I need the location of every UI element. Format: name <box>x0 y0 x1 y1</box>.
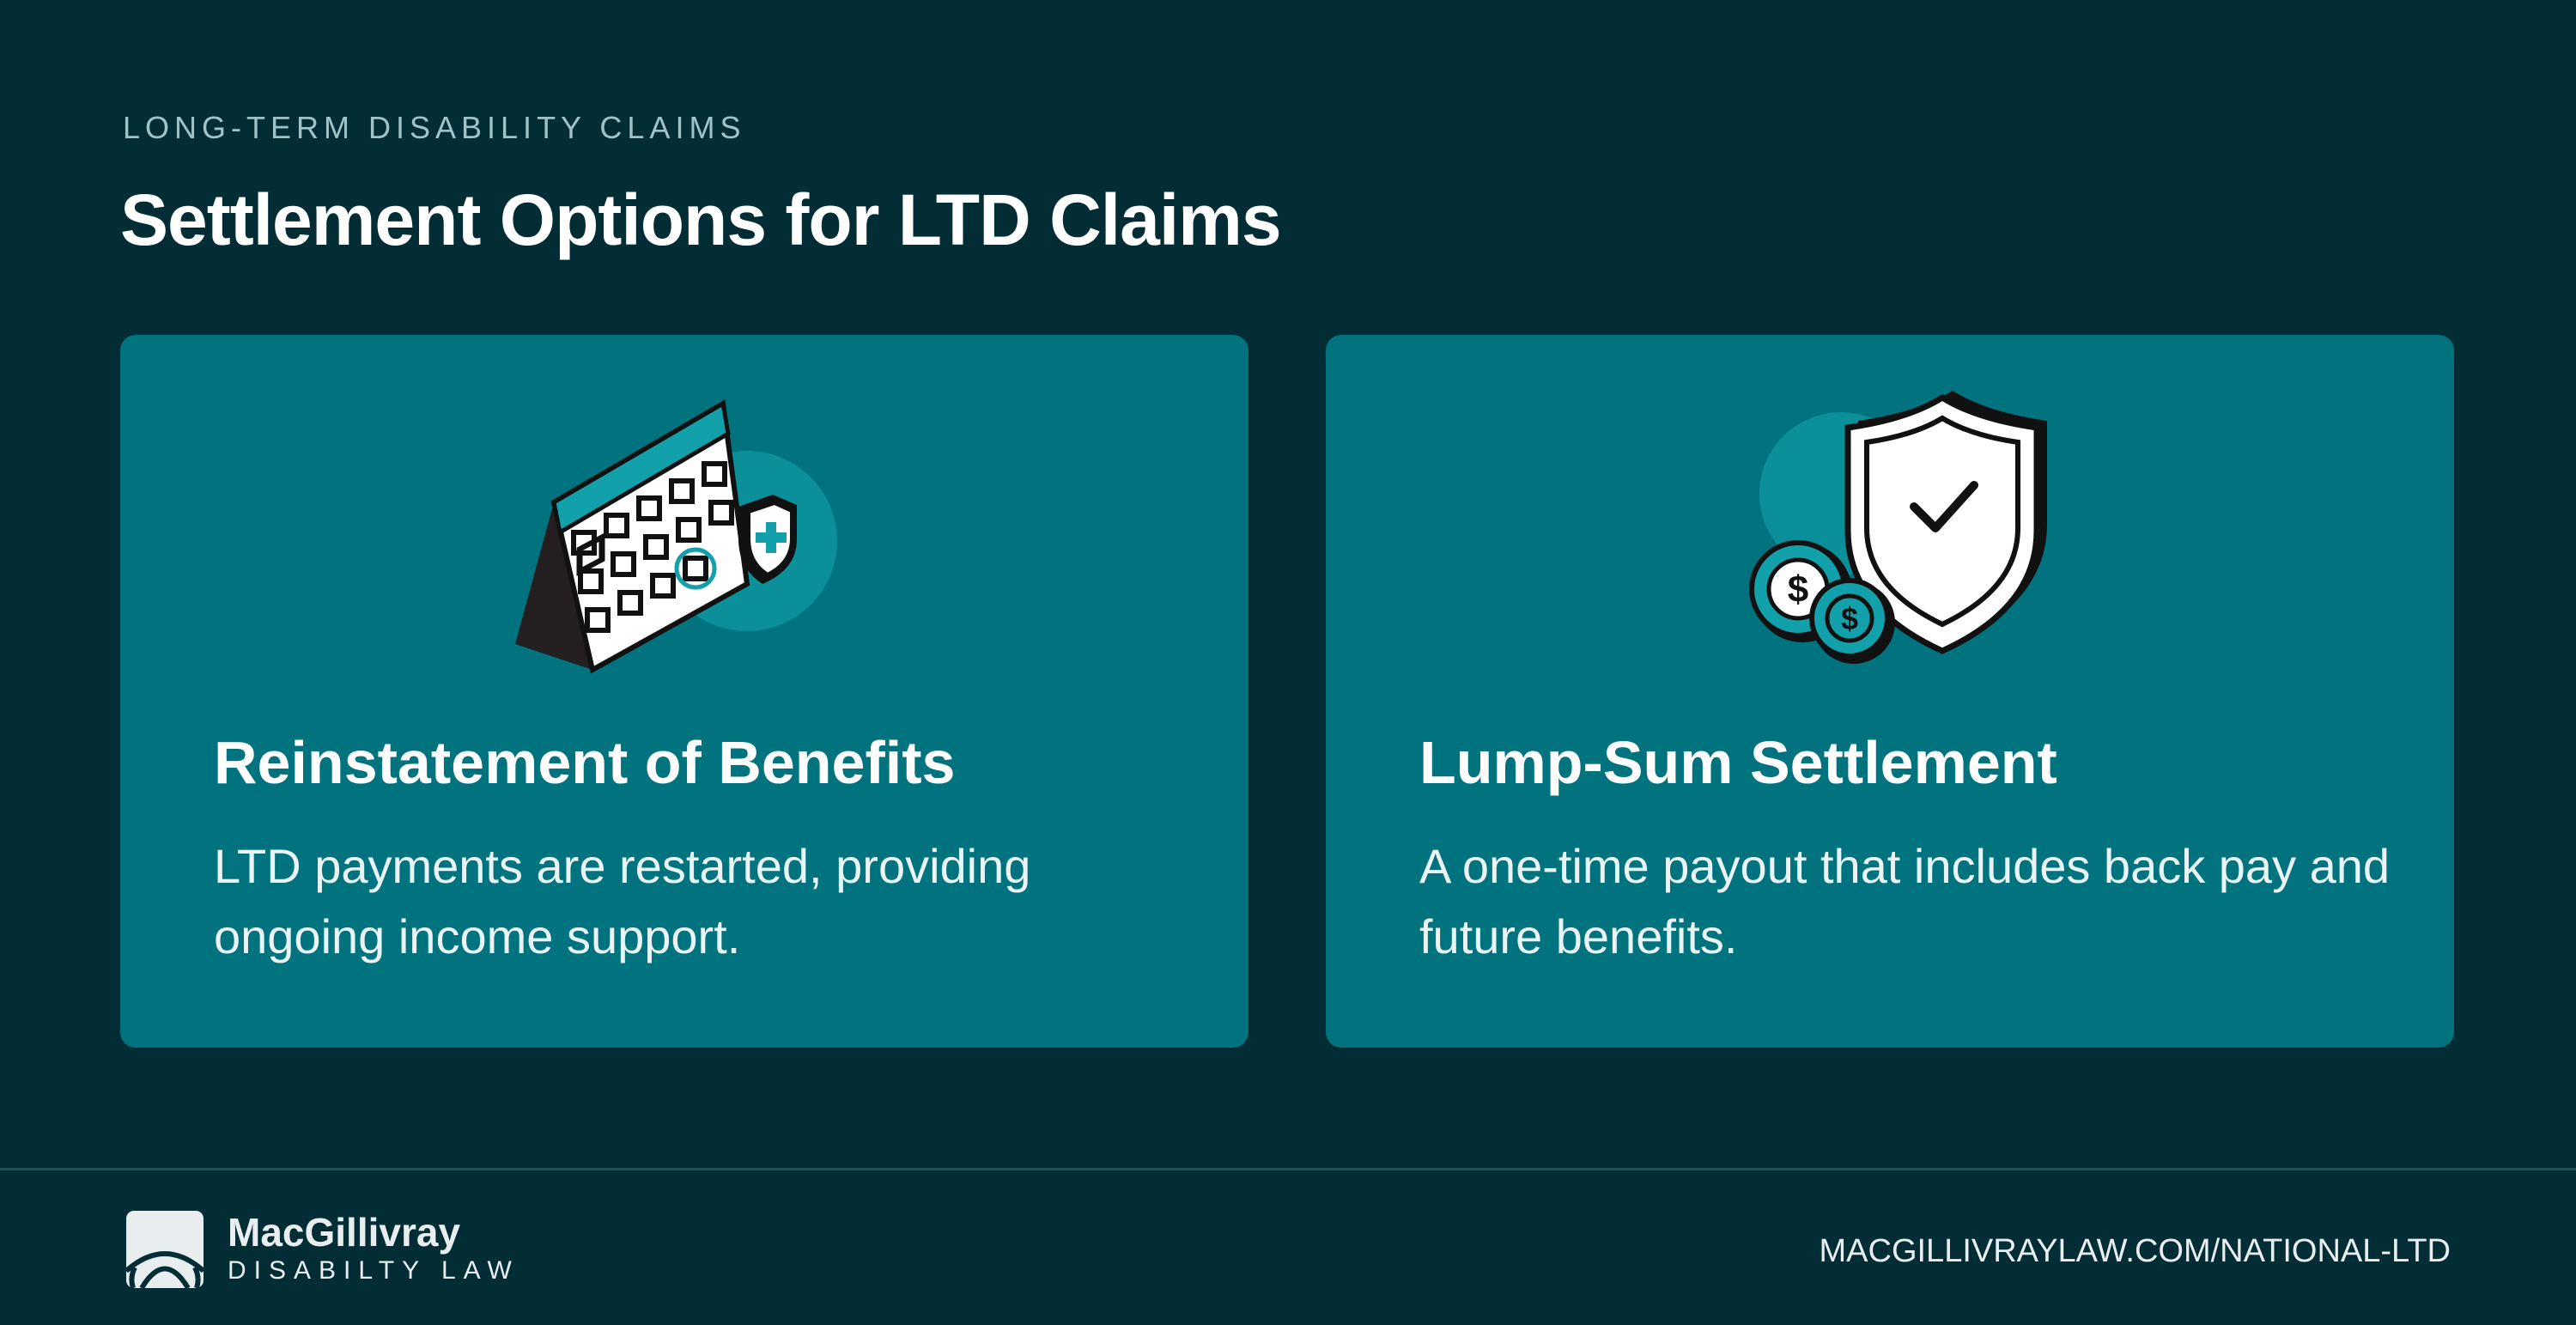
card-body: LTD payments are restarted, providing on… <box>214 839 1031 963</box>
calendar-shield-icon <box>515 399 837 674</box>
page-title: Settlement Options for LTD Claims <box>120 179 1282 260</box>
eyebrow-label: LONG-TERM DISABILITY CLAIMS <box>123 110 746 145</box>
website-url[interactable]: MACGILLIVRAYLAW.COM/NATIONAL-LTD <box>1819 1233 2451 1269</box>
card-body: A one-time payout that includes back pay… <box>1419 839 2391 963</box>
card-heading: Reinstatement of Benefits <box>214 729 956 796</box>
logo-mark-icon <box>126 1211 204 1288</box>
card-heading: Lump-Sum Settlement <box>1419 729 2057 796</box>
shield-coins-icon: $ $ <box>1749 391 2047 664</box>
footer-divider <box>0 1168 2576 1170</box>
card-lump-sum: $ $ Lump-Sum Settlement A one-time payou… <box>1326 335 2454 1048</box>
brand-logo[interactable]: MacGillivray DISABILTY LAW <box>126 1211 519 1288</box>
logo-name: MacGillivray <box>228 1210 461 1255</box>
svg-text:$: $ <box>1841 601 1858 636</box>
logo-subtitle: DISABILTY LAW <box>228 1256 519 1285</box>
card-reinstatement: Reinstatement of Benefits LTD payments a… <box>120 335 1249 1048</box>
svg-text:$: $ <box>1788 568 1808 611</box>
